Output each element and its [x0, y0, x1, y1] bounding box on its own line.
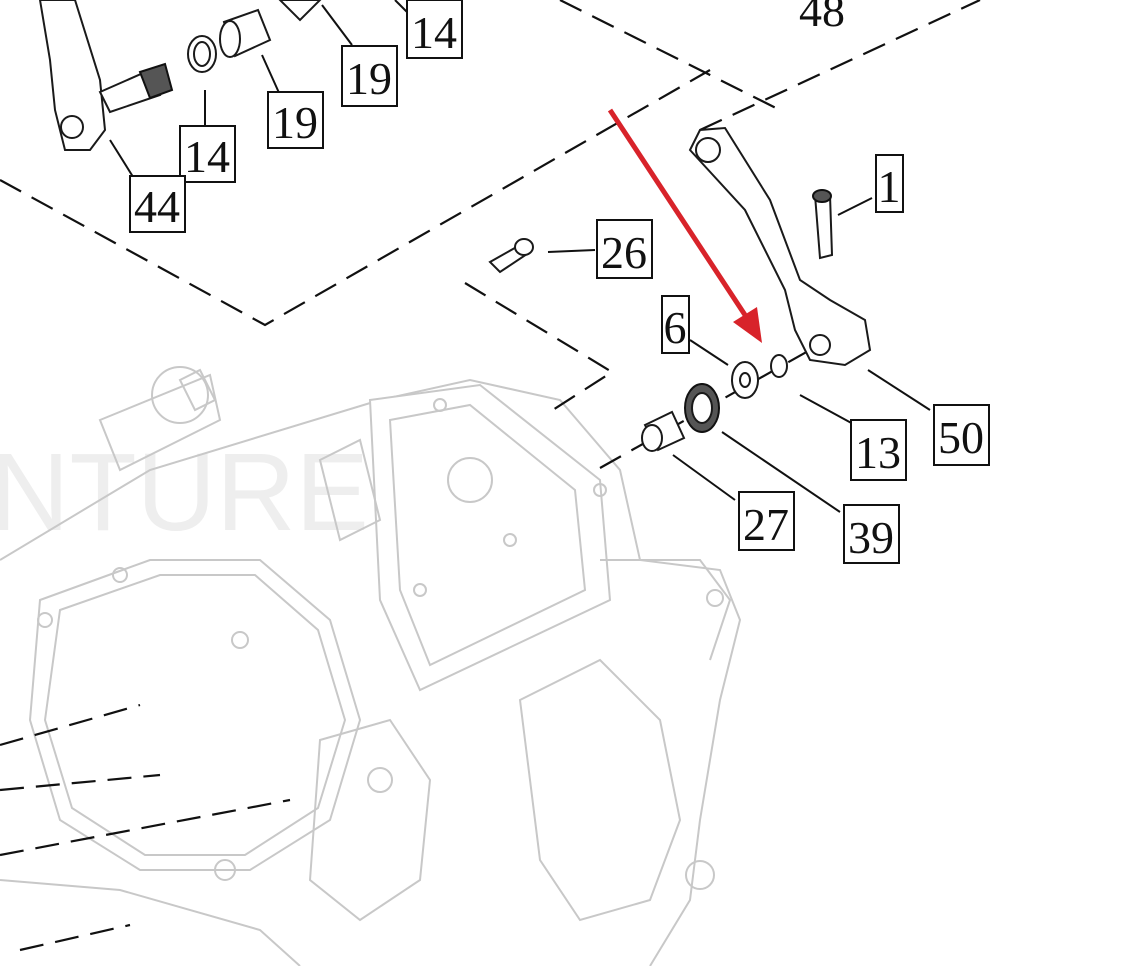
svg-text:39: 39 [848, 512, 894, 563]
callout-14-left: 14 [179, 125, 236, 183]
callout-27: 27 [738, 491, 795, 551]
pivot-arm-part [688, 126, 872, 367]
svg-text:19: 19 [346, 53, 392, 104]
callout-50: 50 [933, 404, 990, 466]
svg-text:1: 1 [878, 161, 901, 212]
callout-1: 1 [875, 154, 904, 213]
callout-44: 44 [129, 175, 186, 233]
bushing-27-part [641, 410, 686, 452]
highlight-arrow [607, 108, 762, 343]
stud-part [488, 238, 534, 274]
watermark-text: NTURE [0, 431, 369, 554]
shift-lever-part [38, 0, 174, 151]
assembly-dashed-lines [0, 0, 981, 952]
top-washers-and-bushings [187, 0, 322, 73]
callout-39: 39 [843, 504, 900, 564]
crankcase-housing [0, 366, 742, 966]
svg-text:6: 6 [664, 302, 687, 353]
washer-6-part [731, 361, 759, 399]
svg-text:48: 48 [799, 0, 845, 36]
callout-48: 48 [799, 0, 845, 36]
svg-text:13: 13 [855, 427, 901, 478]
callout-13: 13 [850, 419, 907, 481]
svg-text:26: 26 [601, 227, 647, 278]
svg-text:44: 44 [134, 181, 180, 232]
seal-39-part [684, 383, 720, 433]
callout-19-lower: 19 [267, 91, 324, 149]
svg-text:50: 50 [938, 412, 984, 463]
callout-26: 26 [596, 219, 653, 279]
callout-14-top: 14 [406, 0, 463, 59]
o-ring-13-part [770, 354, 788, 378]
svg-text:19: 19 [272, 97, 318, 148]
svg-text:14: 14 [411, 7, 457, 58]
callout-6: 6 [661, 295, 690, 354]
svg-text:14: 14 [184, 131, 230, 182]
svg-text:27: 27 [743, 499, 789, 550]
callout-19-upper: 19 [341, 45, 398, 107]
leader-lines [109, 0, 931, 513]
